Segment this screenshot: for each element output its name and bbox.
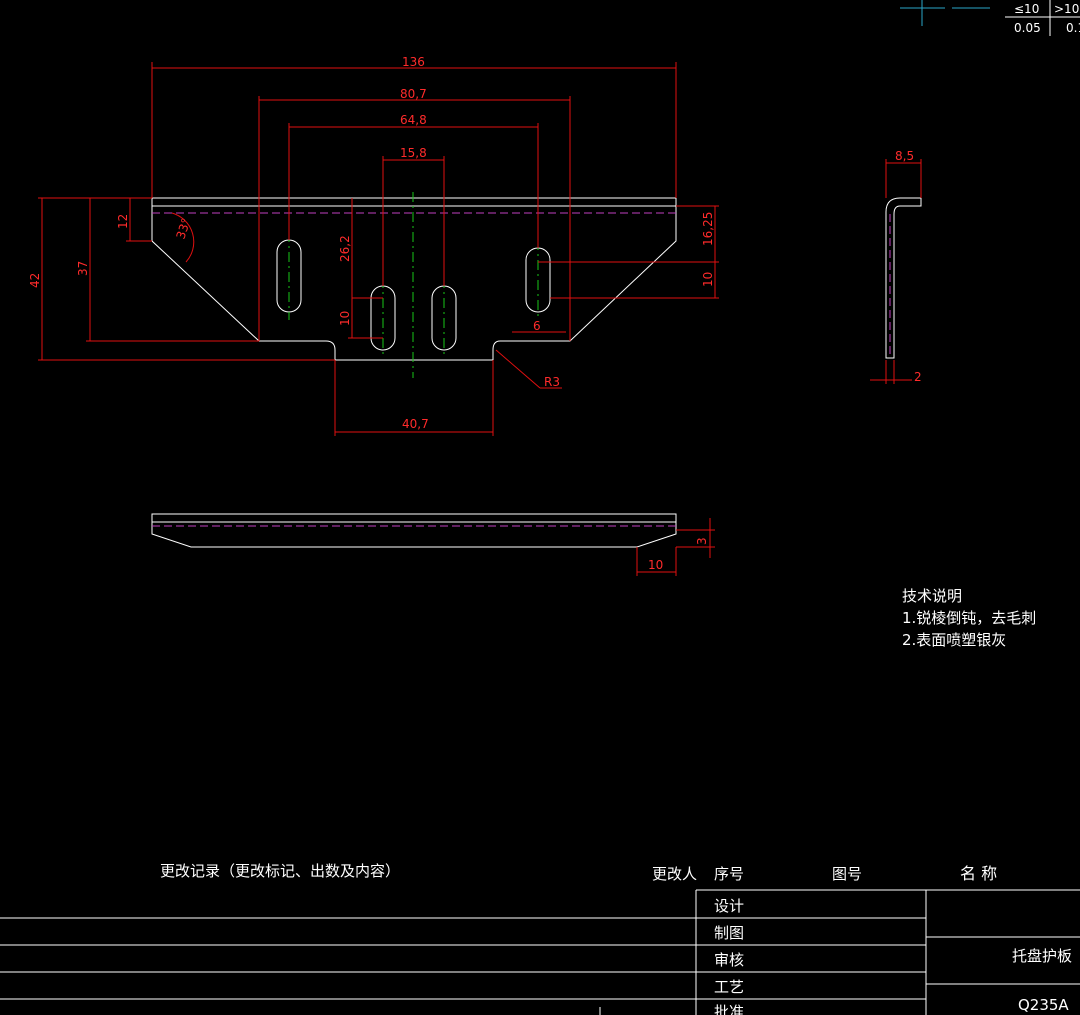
approve-label: 批准 — [714, 1003, 744, 1015]
dim-10-bottom: 10 — [648, 558, 663, 572]
dim-80-7: 80,7 — [400, 87, 427, 101]
front-view-outline — [151, 197, 677, 361]
tech-notes-title: 技术说明 — [902, 587, 962, 605]
process-label: 工艺 — [714, 978, 744, 996]
dim-2: 2 — [914, 370, 922, 384]
dim-33-deg: 33° — [174, 216, 194, 241]
dim-6: 6 — [533, 319, 541, 333]
tech-note-2: 2.表面喷塑银灰 — [902, 631, 1006, 649]
dim-40-7: 40,7 — [402, 417, 429, 431]
dim-64-8: 64,8 — [400, 113, 427, 127]
dim-37: 37 — [76, 261, 90, 276]
side-view: 8,5 2 — [870, 149, 922, 384]
title-block: 更改记录（更改标记、出数及内容） 更改人 序号 图号 名 称 设计 制图 审核 … — [0, 862, 1080, 1015]
drawing-no-label: 图号 — [832, 865, 862, 883]
dim-136: 136 — [402, 55, 425, 69]
side-view-outline — [885, 197, 922, 359]
dim-10-inner: 10 — [338, 311, 352, 326]
dim-15-8: 15,8 — [400, 146, 427, 160]
tol-value-1: 0.05 — [1014, 21, 1041, 35]
tech-note-1: 1.锐棱倒钝，去毛刺 — [902, 609, 1036, 627]
dim-12: 12 — [116, 214, 130, 229]
dim-r3: R3 — [544, 375, 560, 389]
dim-16-25: 16,25 — [701, 212, 715, 246]
seq-label: 序号 — [714, 865, 744, 883]
review-label: 审核 — [714, 951, 744, 969]
tol-value-2: 0.1 — [1066, 21, 1080, 35]
tol-header-2: >10 — [1054, 2, 1079, 16]
bottom-view: 3 10 — [151, 513, 715, 576]
draw-label: 制图 — [714, 924, 744, 942]
part-name: 托盘护板 — [1012, 947, 1072, 965]
dim-10-right: 10 — [701, 272, 715, 287]
dim-42: 42 — [28, 273, 42, 288]
front-view: 136 80,7 64,8 15,8 40,7 42 37 12 33° 26,… — [28, 55, 719, 436]
dim-8-5: 8,5 — [895, 149, 914, 163]
dim-26-2: 26,2 — [338, 235, 352, 262]
changer-label: 更改人 — [652, 865, 697, 883]
tol-header-1: ≤10 — [1014, 2, 1039, 16]
design-label: 设计 — [714, 897, 744, 915]
name-label: 名 称 — [960, 864, 997, 883]
tolerance-table: ≤10 >10 0.05 0.1 — [900, 0, 1080, 36]
change-record-label: 更改记录（更改标记、出数及内容） — [160, 862, 400, 880]
material: Q235A — [1018, 996, 1069, 1014]
dim-3: 3 — [695, 537, 709, 545]
bottom-view-outline — [151, 513, 677, 548]
tech-notes: 技术说明 1.锐棱倒钝，去毛刺 2.表面喷塑银灰 — [902, 587, 1036, 649]
